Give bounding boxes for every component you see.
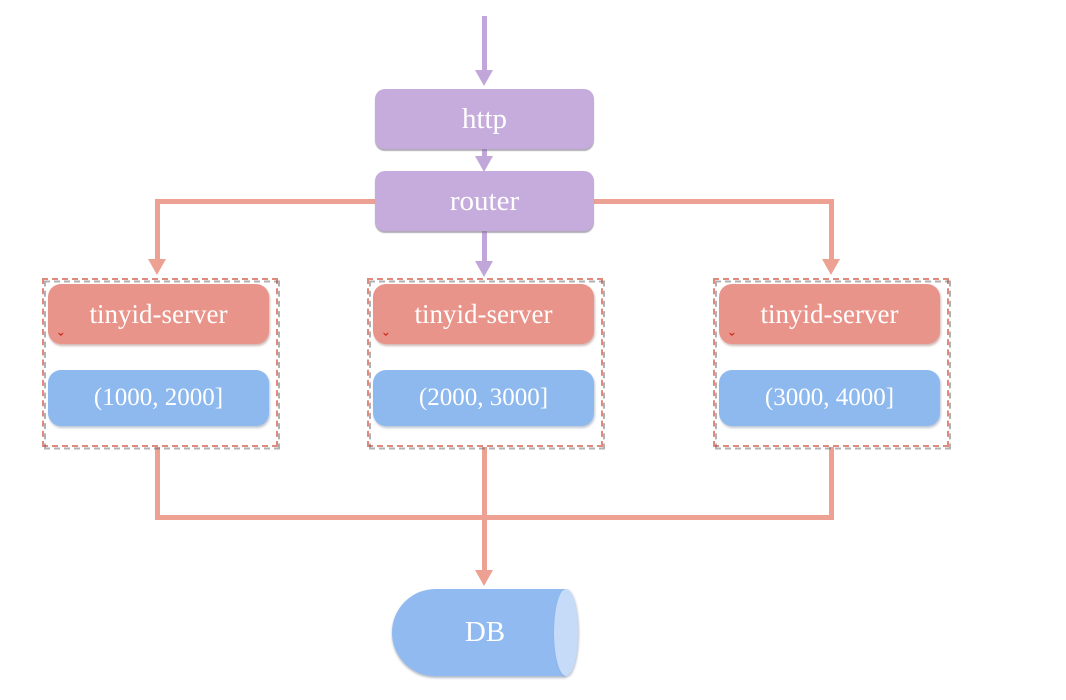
edge-router-server1-hline [155, 199, 377, 204]
edge-router-server2-arrowhead-icon [475, 261, 493, 277]
node-router: router [375, 171, 594, 231]
edge-router-server2-line [482, 231, 487, 264]
db-cylinder-cap [554, 589, 578, 676]
edge-merge-db-arrowhead-icon [475, 570, 493, 586]
edge-server1-db-vline [155, 447, 160, 520]
node-db-label-wrap: DB [392, 589, 578, 676]
edge-router-server3-arrowhead-icon [822, 259, 840, 275]
edge-router-server1-arrowhead-icon [148, 259, 166, 275]
node-range-1: (1000, 2000] [48, 370, 269, 426]
node-db-cylinder [392, 589, 566, 676]
node-http: http [375, 89, 594, 149]
node-db-label: DB [464, 616, 506, 648]
spellcheck-squiggle-icon: ˇ [729, 330, 735, 349]
server-group-3: tinyid-server ˇ (3000, 4000] [713, 278, 949, 447]
server-group-2: tinyid-server ˇ (2000, 3000] [367, 278, 603, 447]
node-range-3-label: (3000, 4000] [764, 384, 895, 411]
edge-merge-hline [155, 515, 834, 520]
node-range-3: (3000, 4000] [719, 370, 940, 426]
edge-router-server3-vline [829, 199, 834, 260]
spellcheck-squiggle-icon: ˇ [58, 330, 64, 349]
node-tinyid-server-1: tinyid-server ˇ [48, 284, 269, 348]
node-tinyid-server-3: tinyid-server ˇ [719, 284, 940, 348]
edge-server3-db-vline [829, 447, 834, 520]
node-tinyid-server-3-label: tinyid-server [760, 298, 899, 329]
node-range-2-label: (2000, 3000] [418, 384, 549, 411]
edge-http-router-line [482, 149, 487, 158]
node-http-label: http [461, 102, 508, 135]
edge-router-server1-vline [155, 199, 160, 260]
node-tinyid-server-2-label: tinyid-server [414, 298, 553, 329]
node-tinyid-server-2: tinyid-server ˇ [373, 284, 594, 348]
node-range-2: (2000, 3000] [373, 370, 594, 426]
node-router-label: router [449, 184, 520, 217]
edge-router-server3-hline [592, 199, 834, 204]
server-group-1: tinyid-server ˇ (1000, 2000] [42, 278, 278, 447]
node-tinyid-server-1-label: tinyid-server [89, 298, 228, 329]
spellcheck-squiggle-icon: ˇ [383, 330, 389, 349]
edge-client-http-line [482, 16, 487, 72]
edge-http-router-arrowhead-icon [475, 156, 493, 172]
edge-server2-db-vline [482, 447, 487, 571]
node-range-1-label: (1000, 2000] [93, 384, 224, 411]
edge-client-http-arrowhead-icon [475, 70, 493, 86]
